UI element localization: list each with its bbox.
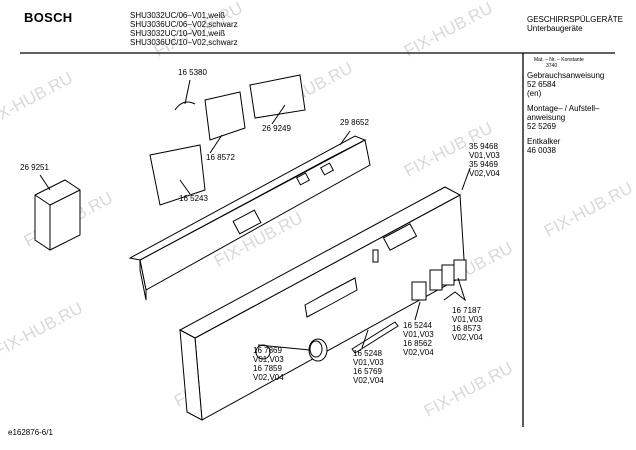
part-nr: 16 7869 bbox=[253, 346, 282, 355]
knob bbox=[308, 338, 328, 362]
part-nr: 16 7187 bbox=[452, 306, 481, 315]
subcategory: Unterbaugeräte bbox=[527, 24, 583, 33]
model-line: SHU3032UC/06–V01,weiß bbox=[130, 11, 226, 20]
part-label[interactable]: 26 9251 bbox=[20, 163, 49, 172]
model-line: SHU3032UC/10–V01,weiß bbox=[130, 29, 226, 38]
descaler-nr: 46 0038 bbox=[527, 146, 556, 155]
part-label[interactable]: 16 5380 bbox=[178, 68, 207, 77]
control-panel-frame bbox=[128, 135, 371, 301]
variant: V01,V03 bbox=[403, 330, 434, 339]
part-nr: 35 9469 bbox=[469, 160, 498, 169]
part-label[interactable]: 26 9249 bbox=[262, 124, 291, 133]
model-line: SHU3036UC/06–V02,schwarz bbox=[130, 20, 238, 29]
part-label[interactable]: 29 8652 bbox=[340, 118, 369, 127]
install-label: anweisung bbox=[527, 113, 566, 122]
part-nr: 16 5248 bbox=[353, 349, 382, 358]
model-line: SHU3036UC/10–V02,schwarz bbox=[130, 38, 238, 47]
mat-nr-value: 3740 bbox=[546, 63, 558, 69]
variant: V02,V04 bbox=[403, 348, 434, 357]
install-label: Montage– / Aufstell– bbox=[527, 104, 600, 113]
variant: V01,V03 bbox=[353, 358, 384, 367]
part-label[interactable]: 16 5243 bbox=[179, 194, 208, 203]
electronic-module bbox=[34, 179, 81, 251]
descaler-label: Entkalker bbox=[527, 137, 561, 146]
part-nr: 16 7859 bbox=[253, 364, 282, 373]
part-nr: 16 5769 bbox=[353, 367, 382, 376]
category: GESCHIRRSPÜLGERÄTE bbox=[527, 15, 624, 24]
manual-label: Gebrauchsanweisung bbox=[527, 71, 605, 80]
variant: V01,V03 bbox=[253, 355, 284, 364]
variant: V02,V04 bbox=[253, 373, 284, 382]
variant: V01,V03 bbox=[469, 151, 500, 160]
variant: V02,V04 bbox=[353, 376, 384, 385]
install-nr: 52 5269 bbox=[527, 122, 556, 131]
variant: V02,V04 bbox=[469, 169, 500, 178]
variant: V01,V03 bbox=[452, 315, 483, 324]
brand-logo: BOSCH bbox=[24, 10, 73, 25]
part-label[interactable]: 16 8572 bbox=[206, 153, 235, 162]
variant: V02,V04 bbox=[452, 333, 483, 342]
document-id: e162876-6/1 bbox=[8, 428, 53, 437]
mat-nr-label: Mat. – Nr. – Konstante bbox=[534, 57, 584, 63]
part-nr: 35 9468 bbox=[469, 142, 498, 151]
part-nr: 16 8573 bbox=[452, 324, 481, 333]
part-nr: 16 8562 bbox=[403, 339, 432, 348]
manual-nr: 52 6584 bbox=[527, 80, 556, 89]
part-nr: 16 5244 bbox=[403, 321, 432, 330]
manual-lang: (en) bbox=[527, 89, 542, 98]
